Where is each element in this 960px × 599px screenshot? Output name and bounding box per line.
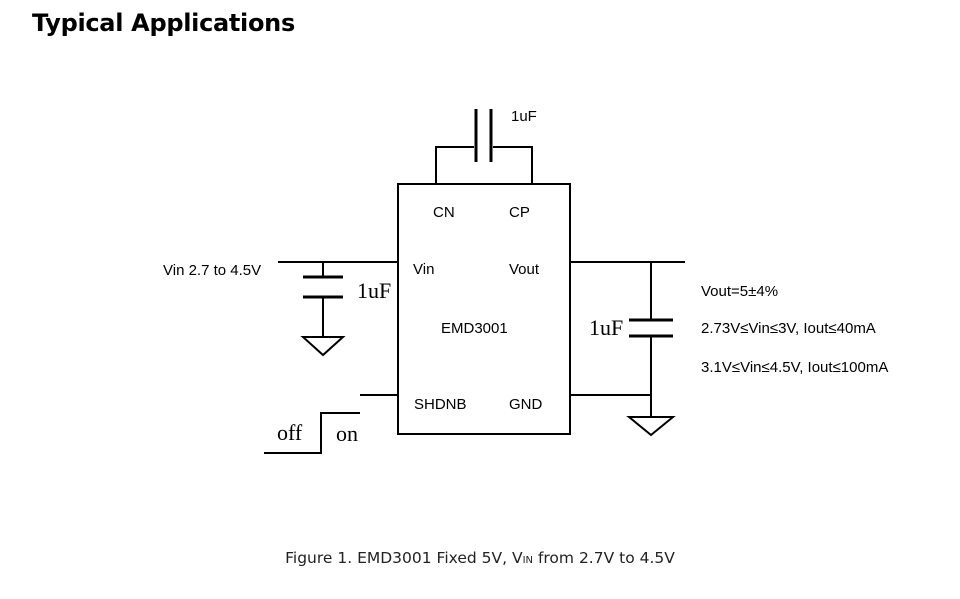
page-title: Typical Applications [32,9,295,37]
flying-cap-wire [435,146,533,184]
shutdown-switch-waveform [264,412,360,454]
pin-shdnb-label: SHDNB [414,396,467,413]
switch-off-label: off [277,420,303,445]
flying-cap-value: 1uF [511,108,537,125]
spec-vout: Vout=5±4% [701,283,778,300]
caption-subscript: IN [522,555,534,566]
caption-suffix: from 2.7V to 4.5V [533,549,675,567]
figure-caption: Figure 1. EMD3001 Fixed 5V, VIN from 2.7… [0,549,960,567]
switch-on-label: on [336,421,358,446]
spec-low-vin: 2.73V≤Vin≤3V, Iout≤40mA [701,320,876,337]
output-cap-value: 1uF [589,315,623,340]
chip-body [397,183,571,435]
input-ground-symbol [300,336,346,357]
pin-cp-label: CP [509,204,530,221]
chip-name-label: EMD3001 [441,320,508,337]
caption-prefix: Figure 1. EMD3001 Fixed 5V, V [285,549,523,567]
input-voltage-label: Vin 2.7 to 4.5V [163,262,261,279]
pin-vin-label: Vin [413,261,434,278]
pin-cn-label: CN [433,204,455,221]
input-cap-value: 1uF [357,278,391,303]
spec-high-vin: 3.1V≤Vin≤4.5V, Iout≤100mA [701,359,888,376]
output-ground-symbol [626,416,676,437]
pin-vout-label: Vout [509,261,540,278]
pin-gnd-label: GND [509,396,543,413]
